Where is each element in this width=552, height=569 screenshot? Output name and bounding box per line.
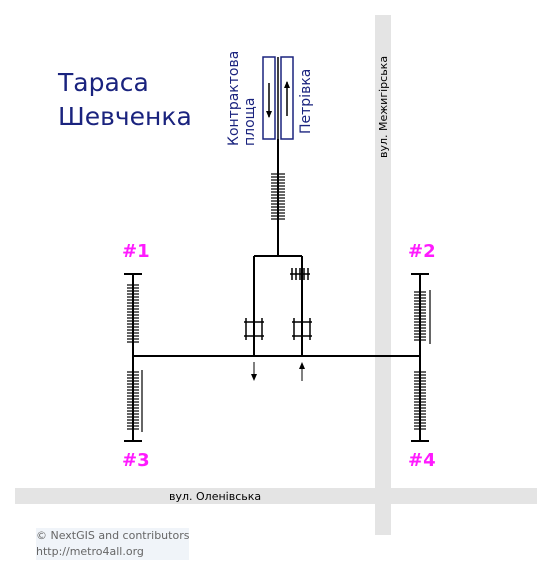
stairs-exit1: [127, 284, 139, 343]
platform-label-right: Петрівка: [298, 68, 314, 134]
station-title-line1: Тараса: [58, 68, 149, 97]
stairs-exit2: [414, 290, 431, 344]
station-title: Тараса Шевченка: [58, 66, 192, 134]
credits-line2: http://metro4all.org: [36, 545, 144, 558]
platform-right-box: [280, 56, 294, 140]
credits-line1: © NextGIS and contributors: [36, 529, 190, 542]
street-label-horizontal: вул. Оленівська: [169, 490, 262, 503]
exit-label-4: #4: [408, 450, 436, 471]
exit-label-1: #1: [122, 241, 150, 262]
station-title-line2: Шевченка: [58, 102, 192, 131]
credits: © NextGIS and contributors http://metro4…: [36, 528, 190, 560]
turnstiles-right: [292, 318, 312, 340]
stairs-exit3: [127, 370, 143, 432]
street-label-vertical: вул. Межигірська: [377, 55, 390, 158]
platform-label-left-line2: площа: [242, 97, 258, 146]
entry-flow-up-head: [299, 362, 305, 369]
platform-left-arrowhead: [266, 111, 272, 118]
platform-left-box: [262, 56, 276, 140]
exit-label-3: #3: [122, 450, 150, 471]
street-olenivska: [15, 488, 537, 504]
street-mezhyhirska: [375, 15, 391, 535]
stairs-hall-small: [290, 268, 310, 280]
exit-flow-down-head: [251, 374, 257, 381]
stairs-central: [271, 173, 285, 220]
stairs-group: [127, 173, 431, 432]
turnstiles-left: [244, 318, 264, 340]
platform-label-left-line1: Контрактова: [226, 50, 242, 146]
stairs-exit4: [414, 371, 426, 430]
platform-label-left: Контрактова площа: [226, 51, 258, 146]
exit-label-2: #2: [408, 241, 436, 262]
platform-right-arrowhead: [284, 81, 290, 88]
